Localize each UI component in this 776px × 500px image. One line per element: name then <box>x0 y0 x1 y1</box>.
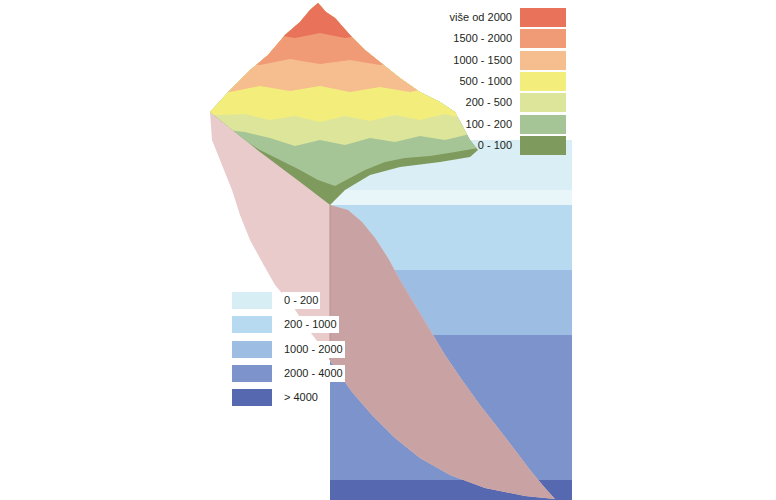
legend-label: 0 - 100 <box>478 136 512 155</box>
legend-swatch <box>520 72 566 91</box>
legend-swatch <box>232 292 272 309</box>
legend-swatch <box>520 29 566 48</box>
block-edge <box>330 205 331 360</box>
legend-label: 1000 - 2000 <box>282 341 345 358</box>
legend-swatch <box>520 8 566 27</box>
legend-label: 1000 - 1500 <box>453 51 512 70</box>
legend-swatch <box>520 93 566 112</box>
land-front-section <box>330 205 555 499</box>
legend-swatch <box>520 115 566 134</box>
legend-swatch <box>232 341 272 358</box>
legend-label: 0 - 200 <box>282 292 320 309</box>
legend-label: više od 2000 <box>450 8 512 27</box>
legend-label: 200 - 500 <box>466 93 512 112</box>
legend-swatch <box>232 389 272 406</box>
legend-label: 1500 - 2000 <box>453 29 512 48</box>
elevation-band <box>190 0 510 186</box>
legend-label: 2000 - 4000 <box>282 365 345 382</box>
legend-label: > 4000 <box>282 389 320 406</box>
legend-label: 200 - 1000 <box>282 316 339 333</box>
legend-label: 500 - 1000 <box>459 72 512 91</box>
legend-swatch <box>520 136 566 155</box>
legend-label: 100 - 200 <box>466 115 512 134</box>
depth-band <box>330 190 572 205</box>
legend-swatch <box>520 51 566 70</box>
legend-swatch <box>232 316 272 333</box>
legend-swatch <box>232 365 272 382</box>
